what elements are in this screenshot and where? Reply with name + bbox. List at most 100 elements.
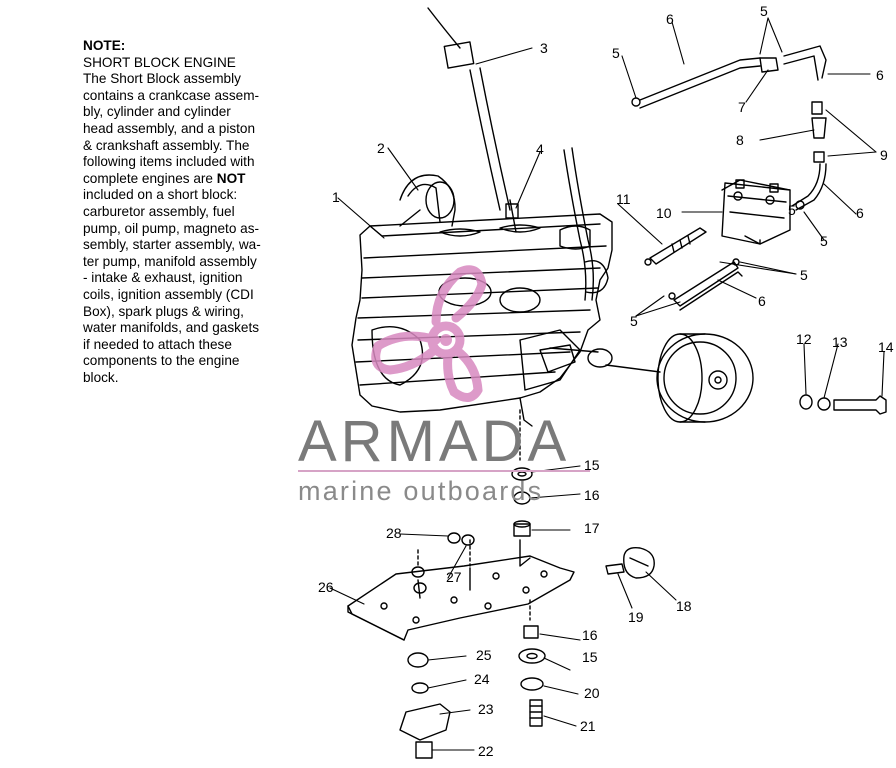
washer-part-20 <box>520 677 544 691</box>
flywheel-assembly <box>549 333 754 423</box>
part-label-5: 5 <box>820 233 828 249</box>
hose-part-11 <box>649 227 707 265</box>
part-label-4: 4 <box>536 141 544 157</box>
bolt-part-21 <box>529 699 543 727</box>
fuel-line-part-6a-edge <box>639 65 761 109</box>
part-label-6: 6 <box>856 205 864 221</box>
watermark-rule <box>298 470 590 472</box>
fuel-line-part-6b-edge <box>783 55 819 81</box>
part-label-7: 7 <box>738 99 746 115</box>
part-label-5: 5 <box>800 267 808 283</box>
clip-part-3 <box>443 41 475 69</box>
part-label-8: 8 <box>736 132 744 148</box>
note-line: contains a crankcase assem- <box>83 87 260 103</box>
nut-part-28 <box>447 532 461 544</box>
nut-part-27b <box>413 582 427 594</box>
note-line: coils, ignition assembly (CDI <box>83 286 254 302</box>
note-line: - intake & exhaust, ignition <box>83 270 243 286</box>
washer-part-15a <box>511 467 533 481</box>
note-line: included on a short block: <box>83 187 238 203</box>
note-line: SHORT BLOCK ENGINE <box>83 54 236 70</box>
part-label-24: 24 <box>474 671 490 687</box>
part-label-6: 6 <box>876 67 884 83</box>
part-label-23: 23 <box>478 701 494 717</box>
watermark-tagline: marine outboards <box>298 476 544 506</box>
part-label-20: 20 <box>584 685 600 701</box>
part-label-28: 28 <box>386 525 402 541</box>
note-line: components to the engine <box>83 353 240 369</box>
fitting-body-part-4 <box>505 203 519 219</box>
watermark-logo-icon <box>371 265 487 402</box>
part-label-6: 6 <box>666 11 674 27</box>
part-label-2: 2 <box>377 140 385 156</box>
part-label-21: 21 <box>580 718 596 734</box>
part-label-25: 25 <box>476 647 492 663</box>
note-line: ter pump, manifold assembly <box>83 253 257 269</box>
fitting-part-4 <box>509 199 517 233</box>
part-label-11: 11 <box>616 191 631 207</box>
part-label-19: 19 <box>628 609 644 625</box>
plate-part-23 <box>399 703 451 741</box>
clamp-part-5b <box>795 200 805 210</box>
part-label-12: 12 <box>796 331 812 347</box>
part-label-5: 5 <box>630 313 638 329</box>
washer-part-27 <box>461 534 475 546</box>
fuel-pump-part-10 <box>721 179 791 245</box>
note-line: The Short Block assembly <box>83 71 241 87</box>
hose-part-3 <box>469 69 501 211</box>
washer-part-15a-hole <box>517 471 527 477</box>
part-label-14: 14 <box>878 339 894 355</box>
part-label-5: 5 <box>612 45 620 61</box>
fuel-line-part-6c <box>791 163 821 207</box>
bolt-part-21-threads <box>529 705 543 719</box>
hose-part-11-ribs <box>671 235 691 253</box>
note-line: following items included with <box>83 154 255 170</box>
part-label-17: 17 <box>584 520 600 536</box>
note-line: bly, cylinder and cylinder <box>83 104 231 120</box>
filter-part-8 <box>811 117 827 139</box>
leader-lines <box>329 17 885 751</box>
part-label-1: 1 <box>332 189 340 205</box>
note-block: NOTE: SHORT BLOCK ENGINE The Short Block… <box>83 38 313 386</box>
note-line: & crankshaft assembly. The <box>83 137 250 153</box>
part-label-26: 26 <box>318 579 334 595</box>
washer-part-15b <box>518 648 546 664</box>
carburetor-assembly <box>399 174 456 227</box>
cable-top <box>427 7 461 49</box>
mount-plate-part-26 <box>347 539 575 641</box>
fitting-part-9b <box>813 151 825 163</box>
tee-fitting-part-7 <box>759 57 779 73</box>
part-label-3: 3 <box>540 40 548 56</box>
note-line: Box), spark plugs & wiring, <box>83 303 244 319</box>
grommet-part-16b <box>523 625 539 639</box>
part-label-15: 15 <box>582 649 598 665</box>
washer-part-15b-hole <box>526 652 538 660</box>
nut-part-24 <box>411 682 429 694</box>
note-line: block. <box>83 369 119 385</box>
spacer-top-part-17 <box>513 520 531 528</box>
engine-block <box>351 213 613 427</box>
part-label-16: 16 <box>584 487 600 503</box>
clamp-part-5c <box>644 258 652 266</box>
bushing-part-19 <box>605 563 625 575</box>
fitting-part-9a <box>811 101 823 115</box>
watermark-hub-icon <box>440 334 452 346</box>
note-line: head assembly, and a piston <box>83 120 256 136</box>
nut-part-25 <box>407 652 429 668</box>
bolt-part-14 <box>833 395 887 415</box>
clamp-part-5d <box>668 292 676 300</box>
part-label-15: 15 <box>584 457 600 473</box>
mount-part-18-stud <box>629 557 649 567</box>
part-label-13: 13 <box>832 334 848 350</box>
part-label-18: 18 <box>676 598 692 614</box>
mount-part-18 <box>623 546 655 579</box>
spacer-part-17 <box>513 523 531 537</box>
washer-part-13 <box>817 397 831 411</box>
part-label-27: 27 <box>446 569 462 585</box>
fuel-line-part-6c-edge <box>795 163 827 211</box>
fuel-line-part-6a <box>639 57 761 101</box>
hose-part-3-edge <box>479 67 511 211</box>
